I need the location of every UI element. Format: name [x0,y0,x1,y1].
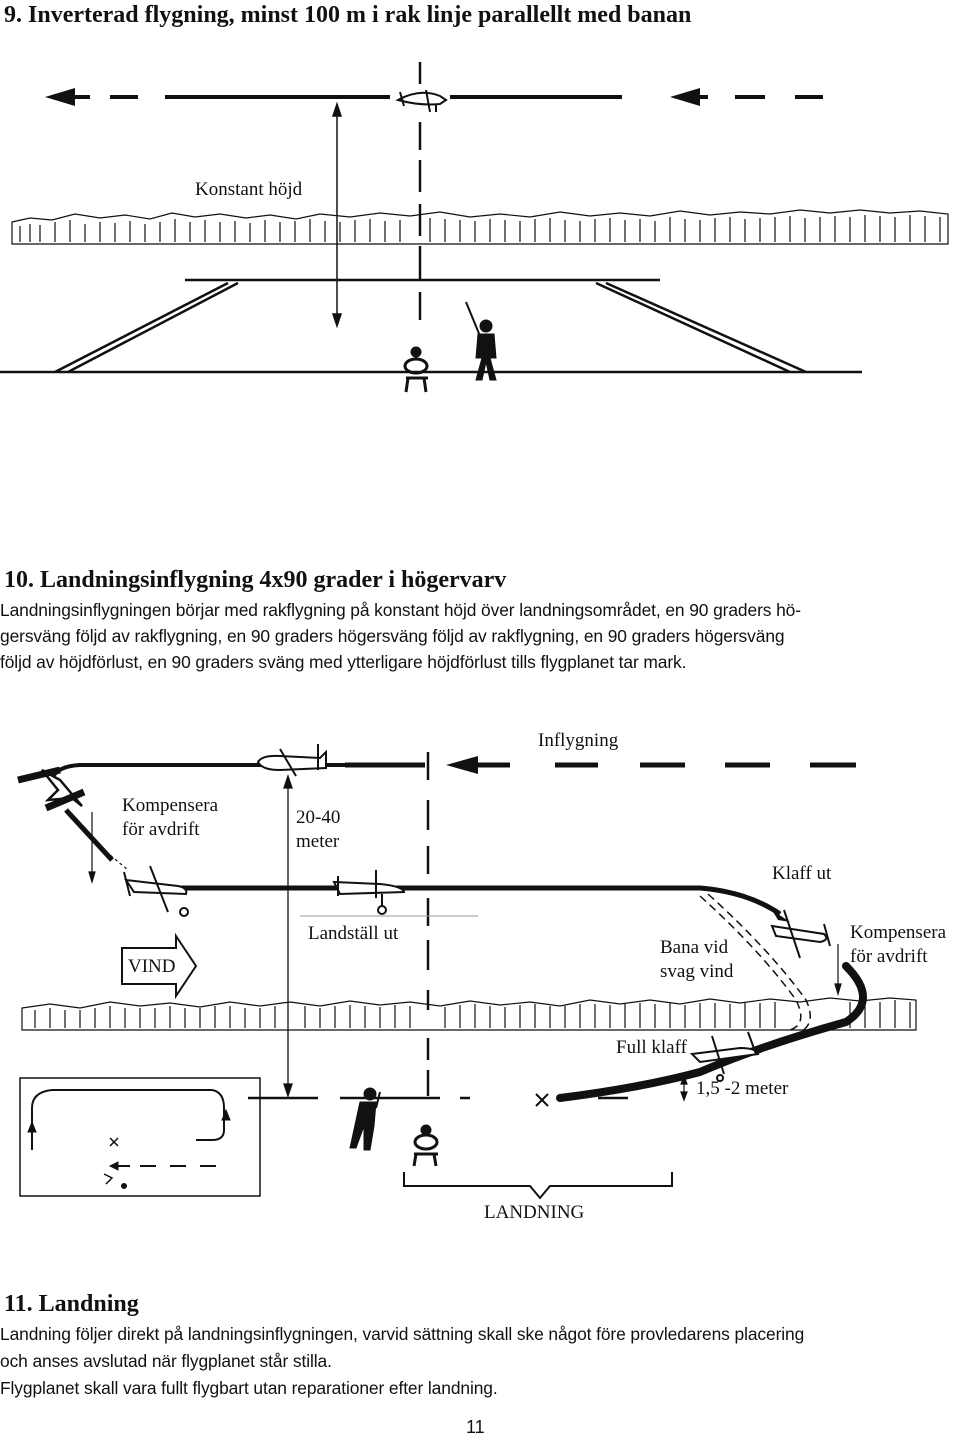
arrow-left-icon [45,88,75,106]
landing-approach-diagram [17,744,917,1200]
paragraph-line: Landning följer direkt på landningsinfly… [0,1324,805,1344]
weak-wind-path [699,893,811,1035]
section-10-paragraph: Landningsinflygningen börjar med rakflyg… [0,597,960,675]
height-arrow [331,101,343,329]
pilot-icon [349,1087,381,1151]
inflygning-label: Inflygning [538,730,619,751]
page-number: 11 [466,1417,485,1437]
flaps-out-label: Klaff ut [772,863,832,884]
inverted-plane-icon [395,89,448,113]
plane-icon [332,870,406,915]
paragraph-line: följd av höjdförlust, en 90 graders svän… [0,652,687,672]
pilot-icon [465,301,497,381]
drift-arrow-right [834,944,842,997]
treeline [21,997,917,1031]
section-9-title: 9. Inverterad flygning, minst 100 m i ra… [4,2,692,28]
weak-wind-path-label: Bana vid svag vind [660,937,734,982]
drift-path-left [64,808,114,862]
paragraph-line: Flygplanet skall vara fullt flygbart uta… [0,1378,498,1398]
compensate-drift-left-label: Kompensera för avdrift [122,795,219,840]
plane-icon [123,865,189,917]
compensate-drift-right-label: Kompensera för avdrift [850,922,947,967]
touchdown-mark-icon [535,1093,549,1107]
runway [0,278,862,374]
banking-plane-icon [770,909,831,959]
section-11-paragraph: Landning följer direkt på landningsinfly… [0,1321,960,1402]
arrow-right-icon [772,910,790,922]
plane-icon [256,744,327,777]
height-label: Konstant höjd [195,179,303,200]
arrow-left-icon [446,756,478,774]
judge-icon [403,346,429,393]
gear-down-label: Landställ ut [308,923,399,944]
wind-label: VIND [128,956,176,977]
paragraph-line: gersväng följd av rakflygning, en 90 gra… [0,626,785,646]
arrow-left-icon [670,88,700,106]
drift-arrows-left [88,812,129,885]
treeline [11,209,949,245]
banking-plane-icon [17,766,86,812]
full-flaps-label: Full klaff [616,1037,687,1058]
section-10-title: 10. Landningsinflygning 4x90 grader i hö… [4,567,507,593]
height-arrow [680,1074,688,1102]
landing-label: LANDNING [484,1202,585,1223]
paragraph-line: Landningsinflygningen börjar med rakflyg… [0,600,801,620]
flare-height-label: 1,5 -2 meter [696,1078,789,1099]
landning-brace [403,1172,673,1200]
inset-pattern-box [19,1077,261,1197]
wind-arrow [121,932,198,1000]
distance-arrow [283,773,293,1099]
distance-label: 20-40 meter [296,807,341,852]
plane-icon [689,1031,760,1082]
section-11-title: 11. Landning [4,1291,139,1317]
paragraph-line: och anses avslutad när flygplanet står s… [0,1351,332,1371]
inverted-flight-diagram [0,62,949,393]
judge-icon [412,1124,439,1167]
downwind-leg [180,885,782,917]
